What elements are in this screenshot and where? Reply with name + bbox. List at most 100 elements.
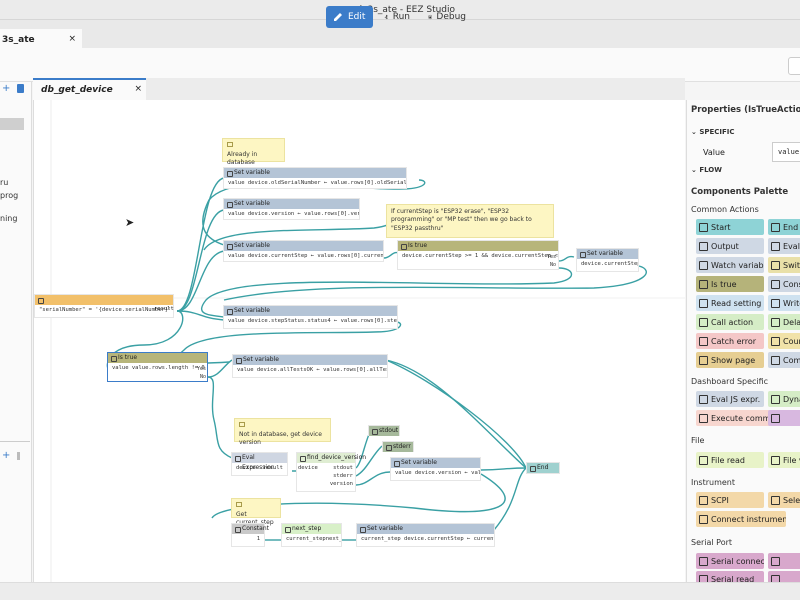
yes-port[interactable]: Yes: [196, 366, 206, 372]
component-icon: [699, 260, 708, 270]
palette-item-dashboard-0-0[interactable]: Eval JS expr.: [696, 391, 764, 407]
comment-node[interactable]: Not in database, get device version: [234, 418, 331, 446]
palette-item-label: Eval e: [783, 241, 800, 251]
flow-section-header[interactable]: ⌄ FLOW: [691, 166, 722, 174]
palette-item-common-1-1[interactable]: Eval e: [768, 238, 800, 254]
output-port[interactable]: stderr: [333, 473, 353, 479]
palette-item-label: Read setting: [711, 298, 762, 308]
output-port[interactable]: next_step: [325, 536, 341, 542]
node-title: Set variable: [224, 199, 359, 209]
palette-item-common-4-0[interactable]: Read setting: [696, 295, 764, 311]
input-port[interactable]: current_step: [286, 536, 326, 542]
palette-item-instrument-1-0[interactable]: Connect instrument: [696, 511, 786, 527]
palette-item-common-5-0[interactable]: Call action: [696, 314, 764, 330]
palette-item-common-6-1[interactable]: Coun: [768, 333, 800, 349]
debug-button[interactable]: Debug: [422, 6, 472, 28]
input-port[interactable]: device: [298, 465, 318, 471]
input-port[interactable]: device: [236, 465, 256, 471]
window-title: ulx3s_ate - EEZ Studio: [353, 5, 456, 15]
bug-icon: [428, 14, 433, 20]
add-icon[interactable]: +: [2, 450, 11, 461]
palette-item-common-2-0[interactable]: Watch variable: [696, 257, 764, 273]
connection-line: [355, 471, 391, 486]
value-input[interactable]: value: [772, 142, 800, 162]
eval-expression-node[interactable]: Eval Expressiondeviceresult: [231, 452, 288, 476]
add-icon[interactable]: +: [2, 83, 11, 94]
palette-item-label: Serial read: [711, 574, 755, 584]
component-icon: [699, 336, 708, 346]
palette-item-common-7-1[interactable]: Com: [768, 352, 800, 368]
specific-section-header[interactable]: ⌄ SPECIFIC: [691, 128, 735, 136]
component-icon: [699, 241, 708, 251]
left-panel-item[interactable]: ning: [0, 214, 18, 223]
palette-item-serial-0-0[interactable]: Serial connect: [696, 553, 764, 569]
output-port[interactable]: stdout: [333, 465, 353, 471]
yes-port[interactable]: Yes: [546, 254, 556, 260]
connection-line: [493, 467, 527, 531]
palette-item-serial-0-1[interactable]: [768, 553, 800, 569]
left-panel-selected-item[interactable]: [0, 118, 24, 130]
palette-item-common-3-0[interactable]: Is true: [696, 276, 764, 292]
node-body: value device.oldSerialNumber ← value.row…: [228, 180, 406, 186]
palette-item-common-4-1[interactable]: Write: [768, 295, 800, 311]
flow-canvas[interactable]: Already in database If currentStep is "E…: [33, 100, 685, 582]
stderr-node[interactable]: stderr: [382, 441, 414, 452]
left-panel-item[interactable]: ru: [0, 178, 9, 187]
palette-item-file-0-1[interactable]: File v: [768, 452, 800, 468]
close-icon[interactable]: ×: [134, 84, 142, 94]
palette-item-common-1-0[interactable]: Output: [696, 238, 764, 254]
left-panel-handle[interactable]: [17, 452, 20, 460]
node-title: Set variable: [224, 306, 397, 316]
stdout-node[interactable]: stdout: [368, 425, 400, 436]
palette-item-common-5-1[interactable]: Dela: [768, 314, 800, 330]
edit-button[interactable]: Edit: [326, 6, 373, 28]
palette-item-instrument-0-0[interactable]: SCPI: [696, 492, 764, 508]
query-node[interactable]: "serialNumber" = '{device.serialNumber}': [34, 294, 174, 318]
palette-item-common-0-0[interactable]: Start: [696, 219, 764, 235]
tab-db-get-device[interactable]: db_get_device ×: [33, 78, 146, 100]
output-port[interactable]: version: [329, 481, 353, 487]
run-button[interactable]: Run: [378, 6, 416, 28]
comment-node[interactable]: If currentStep is "ESP32 erase", "ESP32 …: [386, 204, 554, 238]
trash-icon[interactable]: [17, 84, 24, 93]
palette-item-common-0-1[interactable]: End: [768, 219, 800, 235]
comment-node[interactable]: Get current_step: [231, 498, 281, 526]
palette-item-instrument-0-1[interactable]: Selec: [768, 492, 800, 508]
palette-item-common-3-1[interactable]: Cons: [768, 276, 800, 292]
comment-node[interactable]: Already in database: [222, 138, 285, 166]
output-port[interactable]: result: [263, 465, 283, 471]
close-icon[interactable]: ×: [68, 34, 76, 44]
left-panel-item[interactable]: prog: [0, 191, 19, 200]
toolbar-right-button[interactable]: [788, 57, 800, 75]
no-port[interactable]: No: [199, 374, 206, 380]
palette-item-label: Execute command: [711, 413, 786, 423]
palette-item-dashboard-1-1[interactable]: [768, 410, 800, 426]
result-port[interactable]: result: [154, 306, 174, 312]
component-icon: [771, 260, 780, 270]
palette-item-dashboard-0-1[interactable]: Dyna: [768, 391, 800, 407]
tab-label: db_get_device: [41, 85, 113, 95]
category-file: File: [691, 436, 705, 445]
palette-item-common-6-0[interactable]: Catch error: [696, 333, 764, 349]
no-port[interactable]: No: [549, 262, 556, 268]
palette-item-common-7-0[interactable]: Show page: [696, 352, 764, 368]
palette-item-file-0-0[interactable]: File read: [696, 452, 764, 468]
connection-line: [176, 310, 225, 321]
palette-item-common-2-1[interactable]: Swit: [768, 257, 800, 273]
left-panel-divider: [0, 441, 30, 442]
palette-item-dashboard-1-0[interactable]: Execute command: [696, 410, 786, 426]
end-node[interactable]: End: [526, 462, 560, 474]
